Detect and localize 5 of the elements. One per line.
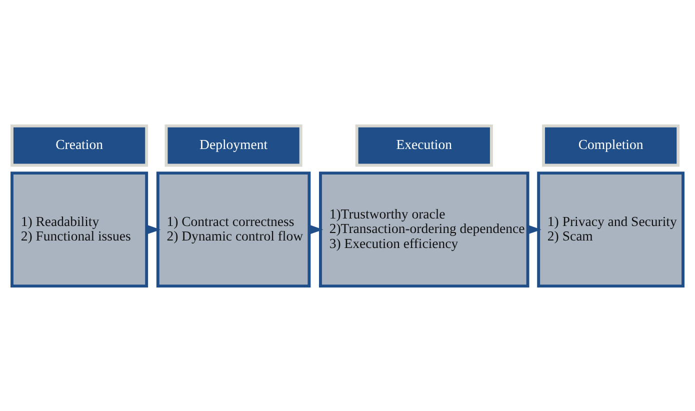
node-box: 1) Privacy and Security 2) Scam: [537, 171, 684, 288]
node-box: Deployment: [164, 124, 302, 166]
node-box: Completion: [542, 124, 680, 166]
node-box: Execution: [355, 124, 493, 166]
node-box: Creation: [10, 124, 148, 166]
